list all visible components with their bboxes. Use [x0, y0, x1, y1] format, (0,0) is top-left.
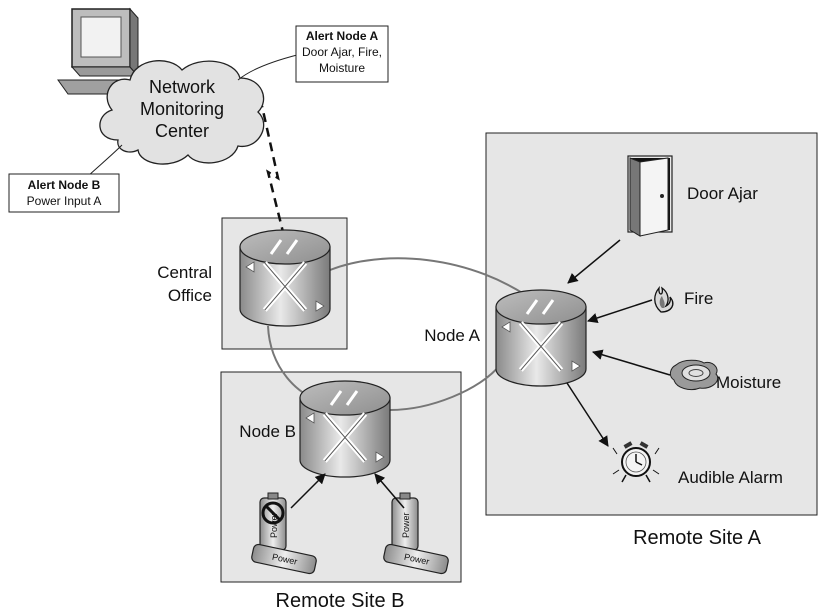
node-a-label: Node A — [424, 326, 480, 345]
monitoring-cloud — [99, 60, 265, 165]
callout-b-title: Alert Node B — [28, 178, 101, 192]
central-office-switch-icon — [239, 229, 331, 327]
svg-text:Power: Power — [269, 512, 279, 538]
arrow-fire-to-node-a — [587, 299, 653, 324]
fire-label: Fire — [684, 289, 713, 308]
computer-icon — [57, 7, 151, 95]
arrow-door-to-node-a — [567, 239, 621, 284]
monitoring-center-line-2: Monitoring — [140, 99, 224, 119]
svg-text:Power: Power — [401, 512, 411, 538]
monitoring-center-line-1: Network — [149, 77, 216, 97]
callout-b-pointer — [87, 144, 123, 177]
callout-a-line-1: Door Ajar, Fire, — [302, 45, 382, 59]
power-fault-icon — [261, 501, 285, 525]
fire-icon — [654, 285, 674, 313]
callout-b-box — [8, 173, 120, 213]
node-b-switch-icon — [299, 380, 391, 478]
dashed-link-co-to-nmc — [260, 105, 286, 237]
callout-a-line-2: Moisture — [319, 61, 365, 75]
door-ajar-label: Door Ajar — [687, 184, 758, 203]
ring-link-co-to-node-a — [329, 257, 541, 306]
callout-a-title: Alert Node A — [306, 29, 379, 43]
alarm-clock-icon — [612, 441, 660, 483]
node-a-switch-icon — [495, 289, 587, 387]
audible-alarm-label: Audible Alarm — [678, 468, 783, 487]
ring-link-node-b-to-node-a — [389, 364, 501, 411]
callout-a-box — [295, 25, 389, 83]
arrow-moisture-to-node-a — [591, 349, 671, 376]
arrow-power-2-to-node-b — [374, 473, 405, 509]
callout-a-pointer — [237, 54, 298, 81]
door-icon — [627, 155, 673, 237]
arrow-node-a-to-alarm — [566, 382, 609, 447]
central-office-line-2: Office — [168, 286, 212, 305]
remote-site-a-label: Remote Site A — [633, 527, 762, 549]
moisture-label: Moisture — [716, 373, 781, 392]
node-b-label: Node B — [239, 422, 296, 441]
remote-site-b-label: Remote Site B — [276, 590, 405, 612]
arrow-power-1-to-node-b — [290, 473, 326, 509]
central-office-line-1: Central — [157, 263, 212, 282]
callout-b-line-1: Power Input A — [27, 194, 102, 208]
monitoring-center-line-3: Center — [155, 121, 209, 141]
moisture-icon — [669, 359, 719, 391]
